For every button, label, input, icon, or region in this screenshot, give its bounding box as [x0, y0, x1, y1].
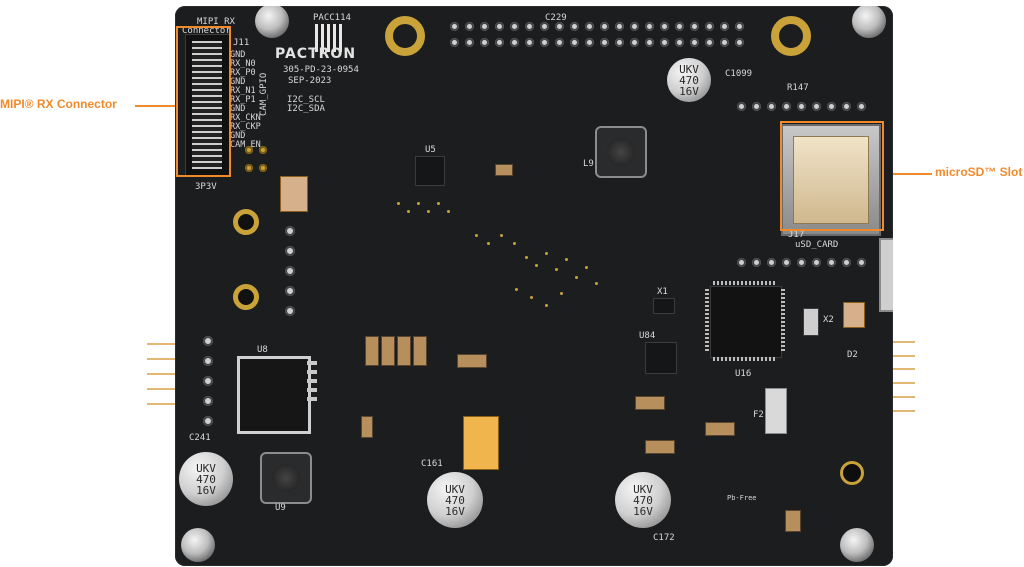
regulator-u8 — [237, 356, 311, 434]
mipi-callout-label: MIPI® RX Connector — [0, 97, 117, 111]
mipi-title: MIPI RX — [197, 17, 235, 27]
tantalum-capacitor — [463, 416, 499, 470]
chip-u16 — [710, 286, 782, 358]
usd-card-label: uSD_CARD — [795, 240, 839, 250]
c241-label: C241 — [189, 433, 211, 443]
u84-label: U84 — [639, 331, 656, 341]
inductor-u9 — [260, 452, 312, 504]
u9-label: U9 — [275, 503, 286, 513]
side-connector[interactable] — [879, 238, 893, 312]
u8-label: U8 — [257, 345, 268, 355]
c229-label: C229 — [545, 13, 567, 23]
d2-label: D2 — [847, 350, 858, 360]
mipi-callout-line — [135, 105, 177, 107]
top-header-row-1 — [450, 22, 744, 31]
pb-free-mark: Pb-Free — [727, 494, 757, 502]
brand-logo: PACTRON — [275, 46, 357, 62]
right-header-row-top — [737, 102, 866, 111]
mount-pad-2 — [771, 16, 811, 56]
c161-label: C161 — [421, 459, 443, 469]
crystal-x2 — [803, 308, 819, 336]
x1-label: X1 — [657, 287, 668, 297]
i2c-scl-label: I2C_SCL — [287, 95, 325, 105]
capacitor-bottom-left: UKV 470 16V — [179, 452, 233, 506]
right-header-row-bottom — [737, 258, 866, 267]
i2c-sda-label: I2C_SDA — [287, 104, 325, 114]
mipi-connector-highlight — [176, 26, 231, 177]
capacitor-top-right: UKV 470 16V — [667, 58, 711, 102]
j17-label: J17 — [788, 230, 805, 240]
inductor-l9 — [595, 126, 647, 178]
qr-label: PACC114 — [313, 13, 351, 23]
c172-label: C172 — [653, 533, 675, 543]
microsd-callout-line — [884, 173, 932, 175]
crystal-x1 — [653, 298, 675, 314]
x2-label: X2 — [823, 315, 834, 325]
standoff-bottom-left — [181, 528, 215, 562]
u5-label: U5 — [425, 145, 436, 155]
standoff-top-left — [255, 6, 289, 38]
microsd-slot-highlight — [780, 121, 884, 231]
capacitor-bottom-right: UKV 470 16V — [615, 472, 671, 528]
chip-u5 — [415, 156, 445, 186]
capacitor-bottom-center: UKV 470 16V — [427, 472, 483, 528]
c1099-label: C1099 — [725, 69, 753, 79]
u16-label: U16 — [735, 369, 752, 379]
fuse-f2 — [765, 388, 787, 434]
three-v-label: 3P3V — [195, 182, 217, 192]
round-component — [843, 464, 861, 482]
mipi-connector-word: Connector — [182, 26, 231, 36]
r147-label: R147 — [787, 83, 809, 93]
l9-label: L9 — [583, 159, 594, 169]
microsd-callout-label: microSD™ Slot — [935, 165, 1023, 179]
microsd-slot[interactable] — [781, 124, 881, 236]
pcb-board: PACC114 PACTRON 305-PD-23-0954 SEP-2023 … — [175, 6, 893, 566]
standoff-top-right — [852, 6, 886, 38]
mipi-pin-list: GND RX_N0 RX_P0 GND RX_N1 RX_P1 GND RX_C… — [230, 50, 261, 150]
brown-component-2 — [843, 302, 865, 328]
standoff-bottom-right — [840, 528, 874, 562]
chip-u84 — [645, 342, 677, 374]
cam-gpio-label: CAM_GPIO — [259, 72, 269, 116]
board-date: SEP-2023 — [288, 76, 332, 86]
brown-component — [280, 176, 308, 212]
j11-label: J11 — [233, 38, 250, 48]
top-header-row-2 — [450, 38, 744, 47]
part-number: 305-PD-23-0954 — [283, 65, 359, 75]
mount-pad-1 — [385, 16, 425, 56]
qr-code — [315, 24, 343, 52]
f2-label: F2 — [753, 410, 764, 420]
